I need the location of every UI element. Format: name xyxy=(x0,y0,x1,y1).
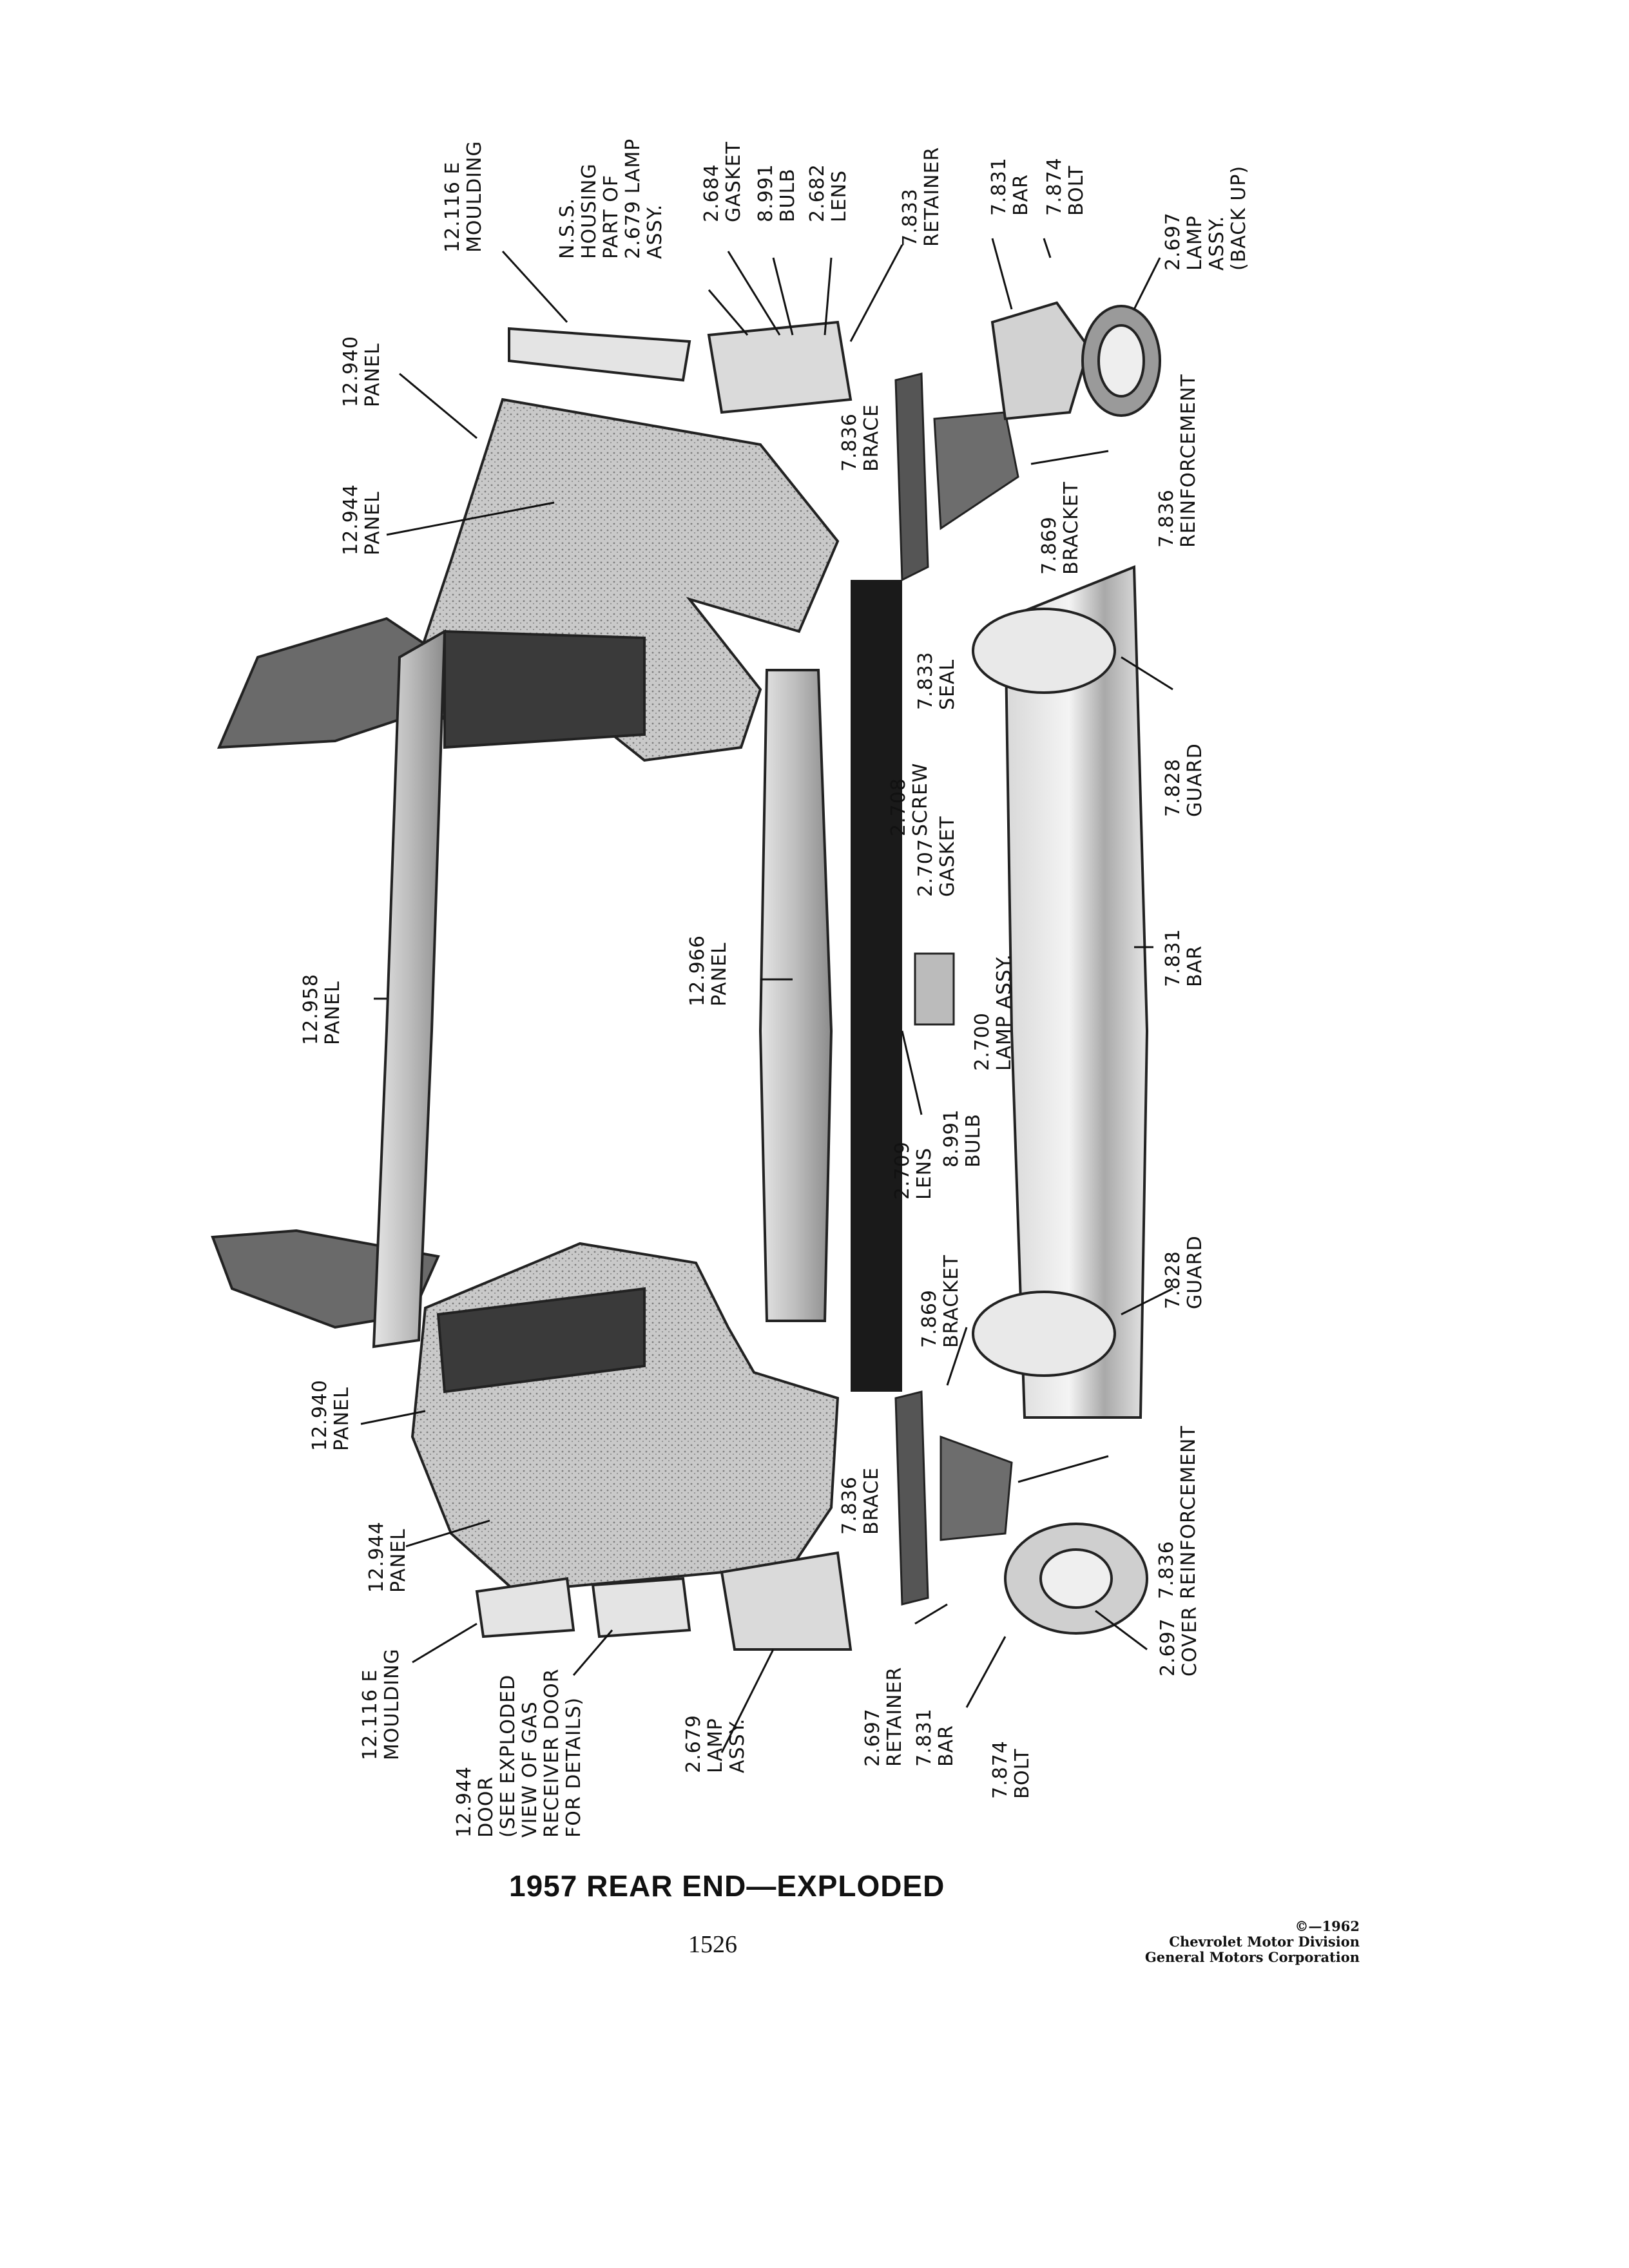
bumper-guard-bottom xyxy=(972,1291,1116,1377)
rear-body-assembly xyxy=(211,398,840,1593)
label-seal: 7.833 SEAL xyxy=(914,651,959,710)
lower-pan xyxy=(372,629,447,1349)
brace-top xyxy=(894,372,929,582)
label-panel-958: 12.958 PANEL xyxy=(300,974,344,1045)
upper-window-frame-top xyxy=(217,617,427,749)
label-bracket-top: 7.869 BRACKET xyxy=(1038,481,1083,575)
label-panel-966: 12.966 PANEL xyxy=(686,935,731,1006)
gas-door xyxy=(591,1577,691,1639)
label-reinforcement-top: 7.836 REINFORCEMENT xyxy=(1155,374,1200,548)
tail-lamp-housing-top xyxy=(707,320,853,414)
label-lens-mid: 2.709 LENS xyxy=(891,1141,936,1200)
trunk-floor-shadow-bottom xyxy=(436,1287,646,1394)
moulding-bottom xyxy=(475,1577,575,1639)
bumper-bar xyxy=(1003,565,1149,1419)
copyright-notice: ©—1962 Chevrolet Motor Division General … xyxy=(1144,1918,1360,1965)
label-lamp-700: 2.700 LAMP ASSY. xyxy=(971,954,1016,1071)
moulding-top xyxy=(508,327,691,382)
label-panel-944-bottom: 12.944 PANEL xyxy=(365,1521,410,1593)
label-guard-top: 7.828 GUARD xyxy=(1162,743,1206,817)
label-bolt-top: 7.874 BOLT xyxy=(1043,157,1088,216)
label-guard-bottom: 7.828 GUARD xyxy=(1162,1235,1206,1309)
label-moulding-bottom: 12.116 E MOULDING xyxy=(359,1648,403,1760)
bumper-guard-top xyxy=(972,608,1116,694)
page-title: 1957 REAR END—EXPLODED xyxy=(509,1869,945,1903)
seal-strip xyxy=(851,580,902,1392)
label-cover: 2.697 COVER xyxy=(1157,1606,1201,1677)
label-reinforcement-bottom: 7.836 REINFORCEMENT xyxy=(1155,1425,1200,1599)
label-moulding-top: 12.116 E MOULDING xyxy=(441,140,486,253)
backup-lamp-bottom xyxy=(1004,1523,1148,1635)
backup-lamp-top xyxy=(990,301,1161,421)
label-bolt-bottom: 7.874 BOLT xyxy=(989,1740,1034,1799)
label-panel-940-bottom: 12.940 PANEL xyxy=(309,1379,353,1451)
leader-lines xyxy=(360,238,1173,1753)
trunk-floor-shadow-top xyxy=(443,629,646,749)
license-lamp-2700 xyxy=(914,952,955,1026)
label-nss-housing: N.S.S. HOUSING PART OF 2.679 LAMP ASSY. xyxy=(556,138,666,259)
label-lamp-679: 2.679 LAMP ASSY. xyxy=(682,1715,749,1773)
label-gasket-mid: 2.707 GASKET xyxy=(914,816,959,897)
label-bulb-top: 8.991 BULB xyxy=(755,164,799,222)
label-door: 12.944 DOOR (SEE EXPLODED VIEW OF GAS RE… xyxy=(453,1668,585,1838)
label-panel-944-top: 12.944 PANEL xyxy=(340,484,384,555)
brace-bottom xyxy=(894,1390,929,1606)
rear-panel-12966 xyxy=(758,669,833,1322)
tail-lamp-housing-bottom xyxy=(720,1551,853,1651)
label-retainer-bottom: 2.697 RETAINER xyxy=(862,1666,906,1767)
label-lamp-backup: 2.697 LAMP ASSY. (BACK UP) xyxy=(1162,165,1250,271)
label-gasket-top: 2.684 GASKET xyxy=(700,141,745,222)
label-bar-bottom: 7.831 BAR xyxy=(913,1708,958,1767)
reinforcement-bottom xyxy=(940,1435,1013,1541)
label-bar-mid: 7.831 BAR xyxy=(1162,928,1206,987)
label-brace-top: 7.836 BRACE xyxy=(838,403,883,472)
label-brace-bottom: 7.836 BRACE xyxy=(838,1466,883,1535)
label-panel-940-top: 12.940 PANEL xyxy=(340,336,384,407)
page-number: 1526 xyxy=(688,1931,737,1958)
label-bulb-mid: 8.991 BULB xyxy=(940,1109,985,1168)
label-lens-top: 2.682 LENS xyxy=(806,164,851,222)
reinforcement-top xyxy=(933,411,1019,530)
label-bracket-bottom: 7.869 BRACKET xyxy=(918,1254,963,1348)
label-retainer-top: 7.833 RETAINER xyxy=(899,146,943,247)
label-bar-top: 7.831 BAR xyxy=(988,157,1032,216)
